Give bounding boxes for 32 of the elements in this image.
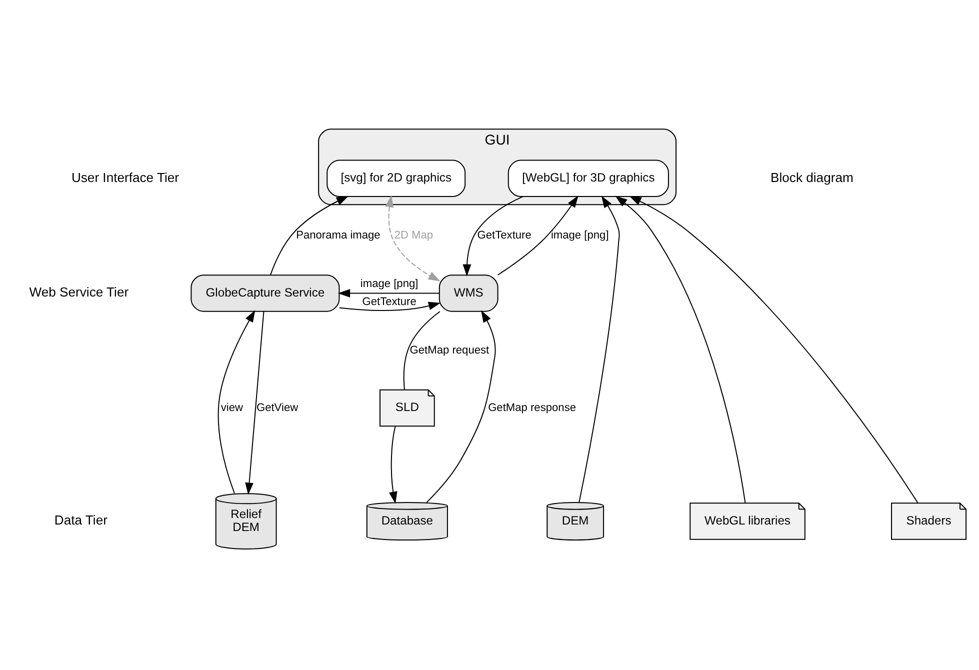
node-box: [svg] for 2D graphics	[326, 160, 466, 198]
node-box: [WebGL] for 3D graphics	[508, 160, 669, 198]
arrow	[385, 195, 440, 282]
arrow	[245, 312, 264, 495]
label: Web Service Tier	[29, 284, 129, 300]
arrow	[629, 196, 918, 504]
edge-label: GetView	[256, 402, 298, 414]
edge-label: image [png]	[550, 230, 609, 242]
edge-label: 2D Map	[394, 230, 434, 242]
label: User Interface Tier	[71, 170, 180, 185]
connector	[403, 311, 440, 390]
arrow	[578, 196, 620, 503]
label: Data Tier	[54, 512, 108, 528]
arrow	[339, 302, 441, 311]
arrow	[270, 196, 349, 276]
edge-label: view	[220, 402, 244, 414]
arrow	[462, 196, 524, 276]
arrow	[218, 310, 256, 494]
node-box: GlobeCapture Service	[190, 274, 340, 312]
arrow	[338, 288, 440, 298]
label: Block diagram	[770, 170, 854, 185]
edge-label: GetMap request	[410, 344, 490, 356]
arrow	[615, 196, 746, 504]
edge-label: Panorama image	[296, 230, 380, 242]
arrow	[497, 196, 578, 276]
edge-label: GetTexture	[477, 230, 532, 242]
edge-label: GetTexture	[362, 296, 416, 308]
edge-label: GetMap response	[488, 402, 576, 414]
arrow	[426, 310, 496, 503]
edge-label: image [png]	[360, 278, 418, 290]
node-box: WMS	[438, 274, 498, 312]
arrow	[388, 426, 398, 504]
